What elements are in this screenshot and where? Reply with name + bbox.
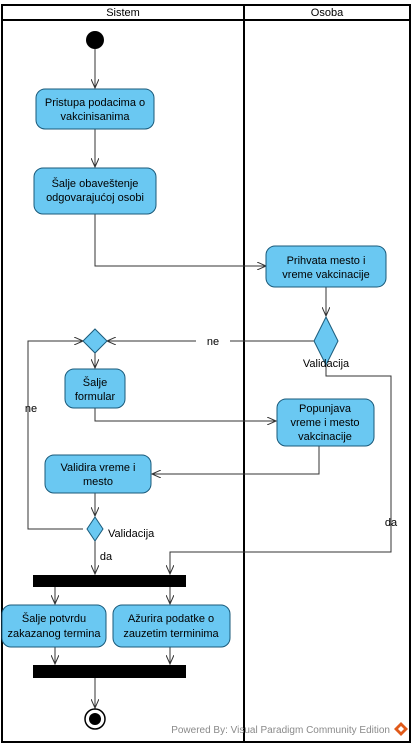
lane-header-sistem: Sistem <box>106 7 140 19</box>
activity-salje-potvrdu: Šalje potvrdu zakazanog termina <box>1 604 107 648</box>
svg-text:Prihvata mesto i: Prihvata mesto i <box>287 255 366 267</box>
svg-text:formular: formular <box>75 391 116 403</box>
activity-prihvata: Prihvata mesto i vreme vakcinacije <box>265 245 387 288</box>
activity-validira: Validira vreme i mesto <box>44 454 152 494</box>
svg-text:mesto: mesto <box>83 476 113 488</box>
svg-text:Validira vreme i: Validira vreme i <box>61 462 136 474</box>
svg-text:vreme vakcinacije: vreme vakcinacije <box>282 269 369 281</box>
svg-text:Šalje potvrdu: Šalje potvrdu <box>22 612 86 625</box>
svg-text:Ažurira podatke o: Ažurira podatke o <box>128 613 214 625</box>
flow-ne-loop <box>27 341 83 530</box>
vp-logo-icon <box>394 722 408 736</box>
initial-node <box>86 31 104 49</box>
svg-text:vakcinacije: vakcinacije <box>298 431 352 443</box>
guard-ne-left: ne <box>25 403 37 415</box>
guard-da-right: da <box>385 517 398 529</box>
flow-formular-popunjava <box>94 408 276 421</box>
activity-azurira: Ažurira podatke o zauzetim terminima <box>112 604 231 648</box>
svg-text:zakazanog termina: zakazanog termina <box>8 628 102 640</box>
guard-da-bottom: da <box>100 551 113 563</box>
flow-da-right <box>170 365 392 574</box>
merge-node <box>82 328 108 354</box>
svg-text:zauzetim terminima: zauzetim terminima <box>123 628 219 640</box>
flow-salje-prihvata <box>94 214 266 266</box>
swimlane-frame <box>1 4 411 743</box>
svg-text:vreme i mesto: vreme i mesto <box>290 417 359 429</box>
svg-text:Pristupa podacima o: Pristupa podacima o <box>45 97 145 109</box>
decision-label-sistem: Validacija <box>108 528 155 540</box>
svg-text:odgovarajućoj osobi: odgovarajućoj osobi <box>46 192 144 204</box>
decision-label-osoba: Validacija <box>303 358 350 370</box>
activity-pristupa: Pristupa podacima o vakcinisanima <box>35 88 155 130</box>
fork-bar <box>33 575 186 587</box>
watermark-text: Powered By: Visual Paradigm Community Ed… <box>171 725 390 736</box>
activity-salje-formular: Šalje formular <box>64 368 126 409</box>
svg-text:Šalje: Šalje <box>83 376 107 389</box>
control-flows <box>27 49 392 708</box>
guard-ne-top: ne <box>207 336 219 348</box>
join-bar <box>33 665 186 678</box>
decision-node-sistem <box>86 516 104 542</box>
activity-salje-obavestenje: Šalje obaveštenje odgovarajućoj osobi <box>33 167 157 215</box>
decision-node-osoba <box>313 315 339 367</box>
final-node <box>84 708 106 730</box>
svg-text:Popunjava: Popunjava <box>299 403 352 415</box>
activity-popunjava: Popunjava vreme i mesto vakcinacije <box>276 398 375 447</box>
lane-header-osoba: Osoba <box>311 7 344 19</box>
flow-popunjava-validira <box>152 446 320 474</box>
svg-text:vakcinisanima: vakcinisanima <box>60 111 130 123</box>
svg-text:Šalje obaveštenje: Šalje obaveštenje <box>52 177 139 190</box>
